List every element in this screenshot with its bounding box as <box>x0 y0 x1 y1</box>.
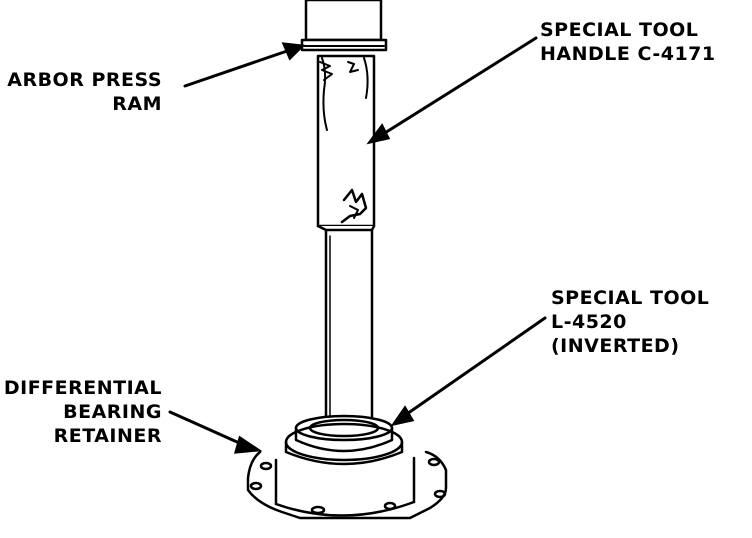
installer-cup <box>284 414 404 466</box>
label-special-tool-installer: SPECIAL TOOL L-4520 (INVERTED) <box>551 286 709 358</box>
label-line: SPECIAL TOOL <box>540 19 699 41</box>
bearing-retainer <box>246 450 448 520</box>
leader-arrow-installer <box>390 316 547 427</box>
label-line: RETAINER <box>53 425 162 447</box>
label-line: DIFFERENTIAL <box>3 377 162 399</box>
label-line: HANDLE C-4171 <box>540 43 716 65</box>
label-differential-bearing-retainer: DIFFERENTIAL BEARING RETAINER <box>4 376 162 448</box>
label-line: SPECIAL TOOL <box>551 287 710 309</box>
tool-handle-lower <box>324 228 374 422</box>
label-special-tool-handle: SPECIAL TOOL HANDLE C-4171 <box>540 18 716 66</box>
label-line: RAM <box>112 93 162 115</box>
leader-arrow-ram <box>183 42 306 88</box>
label-line: L-4520 <box>551 311 627 333</box>
leader-arrow-retainer <box>168 410 263 454</box>
leader-arrow-handle <box>366 36 538 145</box>
label-line: BEARING <box>63 401 162 423</box>
tool-handle-shoulder <box>316 224 376 232</box>
label-arbor-press-ram: ARBOR PRESS RAM <box>7 68 162 116</box>
arbor-press-ram <box>300 0 388 52</box>
tool-handle-upper <box>316 54 376 228</box>
label-line: (INVERTED) <box>551 335 680 357</box>
label-line: ARBOR PRESS <box>7 69 162 91</box>
